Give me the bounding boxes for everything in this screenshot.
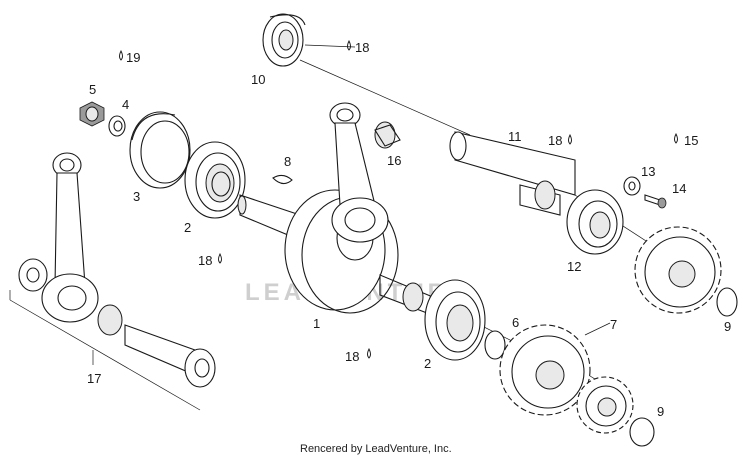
part-number-9: 9 [657, 404, 664, 419]
oil-drop-icon [674, 132, 678, 144]
ring-3 [129, 111, 191, 189]
gear-small [576, 376, 634, 434]
main-bearing-left [184, 141, 246, 219]
part-number-1: 1 [313, 316, 320, 331]
oil-drop-icon [347, 39, 351, 51]
oil-drop-icon [119, 49, 123, 61]
part-number-17: 17 [87, 371, 101, 386]
part-number-16: 16 [387, 153, 401, 168]
circlip-right [716, 287, 738, 317]
part-number-5: 5 [89, 82, 96, 97]
part-number-10: 10 [251, 72, 265, 87]
part-number-2: 2 [424, 356, 431, 371]
part-number-6: 6 [512, 315, 519, 330]
needle-bearing-16 [374, 121, 401, 149]
gear-large-right [634, 226, 722, 314]
part-number-15: 15 [684, 133, 698, 148]
part-number-2: 2 [184, 220, 191, 235]
oil-drop-icon [568, 133, 572, 145]
oil-drop-icon [367, 347, 371, 359]
part-number-4: 4 [122, 97, 129, 112]
woodruff-key [272, 174, 293, 185]
nut-and-washer [79, 101, 126, 137]
part-number-8: 8 [284, 154, 291, 169]
bolt-and-washer [623, 176, 667, 209]
part-number-14: 14 [672, 181, 686, 196]
bearing-top [262, 13, 306, 67]
connecting-rod-assembly [9, 152, 216, 411]
part-number-11: 11 [508, 129, 522, 144]
part-number-18: 18 [198, 253, 212, 268]
gear-lower [499, 324, 591, 416]
footer-credit: Rencered by LeadVenture, Inc. [300, 443, 452, 455]
part-number-12: 12 [567, 259, 581, 274]
part-number-9: 9 [724, 319, 731, 334]
circlip-lower [629, 417, 655, 447]
part-number-18: 18 [548, 133, 562, 148]
washer-6 [484, 330, 506, 360]
part-number-18: 18 [345, 349, 359, 364]
part-number-19: 19 [126, 50, 140, 65]
main-bearing-right [424, 279, 486, 361]
part-number-3: 3 [133, 189, 140, 204]
balancer-shaft [449, 131, 576, 216]
bearing-right [566, 189, 624, 255]
part-number-7: 7 [610, 317, 617, 332]
part-number-13: 13 [641, 164, 655, 179]
oil-drop-icon [218, 252, 222, 264]
connecting-rod-center [329, 102, 389, 243]
part-number-18: 18 [355, 40, 369, 55]
